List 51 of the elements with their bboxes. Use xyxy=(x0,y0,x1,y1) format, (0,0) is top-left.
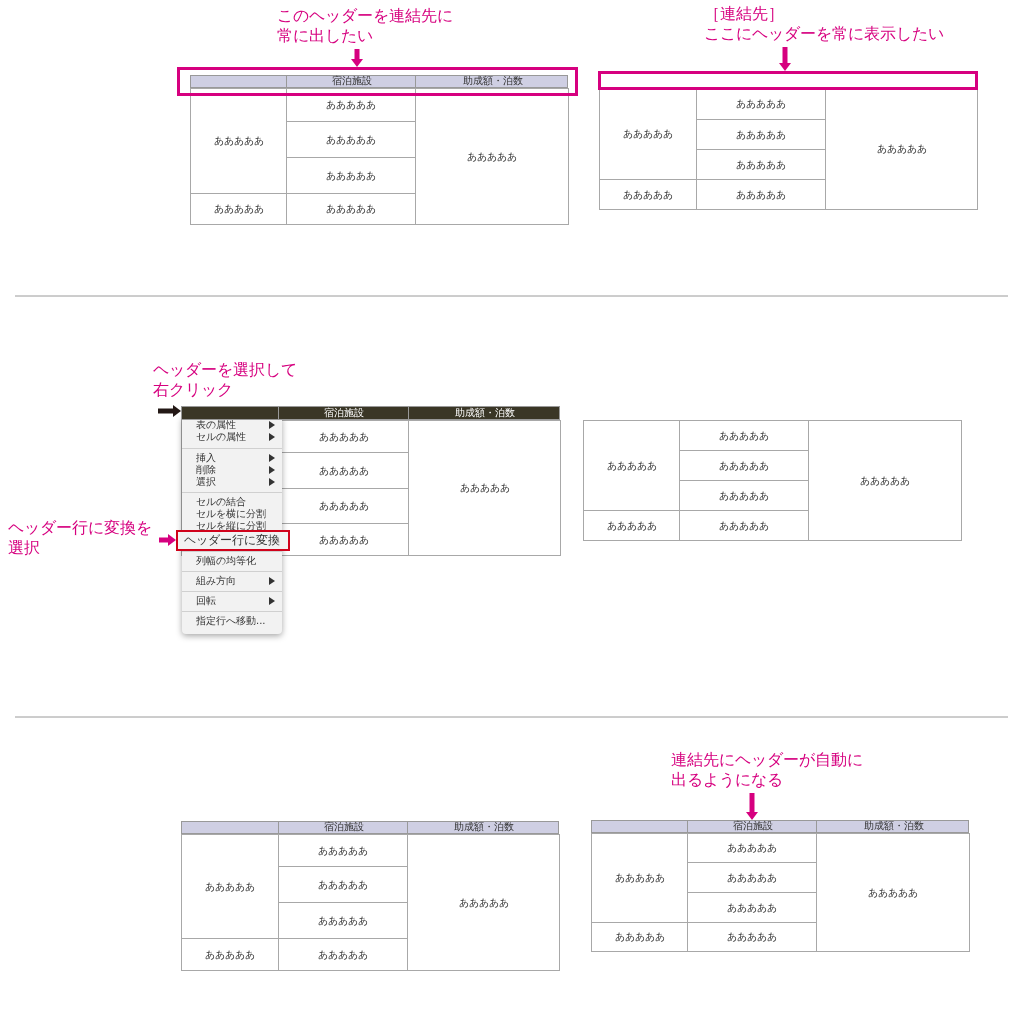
column-heading: 助成額・泊数 xyxy=(461,75,524,88)
arrow xyxy=(159,534,176,546)
table-cell: あああああ xyxy=(808,420,962,541)
table-cell: あああああ xyxy=(825,88,978,210)
table-cell: あああああ xyxy=(591,922,688,952)
menu-item: 挿入 xyxy=(196,451,216,465)
menu-item: 選択 xyxy=(196,475,216,489)
table-cell: あああああ xyxy=(181,834,279,939)
arrow xyxy=(779,47,791,71)
menu-item: セルを横に分割 xyxy=(196,507,266,521)
column-heading: 宿泊施設 xyxy=(322,821,365,834)
table-cell: あああああ xyxy=(583,510,680,541)
table-cell: あああああ xyxy=(591,833,688,923)
highlighted-menu-item: ヘッダー行に変換 xyxy=(176,530,290,551)
menu-item: セルの結合 xyxy=(196,495,246,508)
callout-text: ヘッダーを選択して右クリック xyxy=(153,360,298,400)
table-cell: あああああ xyxy=(599,179,697,210)
menu-item: 指定行へ移動... xyxy=(196,614,266,628)
column-heading: 宿泊施設 xyxy=(330,75,373,88)
callout-text: ［連結先］ xyxy=(704,4,785,24)
highlight-frame xyxy=(598,71,978,90)
header-row xyxy=(190,75,568,88)
menu-item: 表の属性 xyxy=(196,418,236,432)
highlight-frame xyxy=(177,67,578,96)
callout-text: 連結先にヘッダーが自動に出るようになる xyxy=(671,750,876,790)
table-cell: あああああ xyxy=(816,833,970,952)
table-cell: あああああ xyxy=(181,938,279,971)
table-cell: あああああ xyxy=(408,420,561,556)
arrow xyxy=(746,793,758,820)
table-cell: あああああ xyxy=(583,420,680,511)
header-row xyxy=(181,821,559,834)
menu-item: 回転 xyxy=(196,594,216,608)
table-cell: あああああ xyxy=(407,834,560,971)
column-heading: 宿泊施設 xyxy=(731,820,774,833)
arrow xyxy=(158,405,181,417)
menu-item: 削除 xyxy=(196,463,216,477)
header-row xyxy=(591,820,969,833)
header-row xyxy=(181,406,560,420)
column-heading: 助成額・泊数 xyxy=(862,820,925,833)
column-heading: 助成額・泊数 xyxy=(454,406,516,420)
column-heading: 助成額・泊数 xyxy=(453,821,515,834)
callout-text: このヘッダーを連結先に常に出したい xyxy=(277,6,453,46)
arrow xyxy=(351,49,363,67)
callout-text: ヘッダー行に変換を選択 xyxy=(8,518,156,558)
callout-text: ここにヘッダーを常に表示したい xyxy=(704,24,945,44)
column-heading: 宿泊施設 xyxy=(323,406,365,420)
menu-item: セルの属性 xyxy=(196,430,246,444)
table-cell: あああああ xyxy=(190,193,287,225)
table-cell: あああああ xyxy=(190,88,287,194)
table-cell: あああああ xyxy=(415,88,569,225)
menu-item: 組み方向 xyxy=(196,574,236,588)
